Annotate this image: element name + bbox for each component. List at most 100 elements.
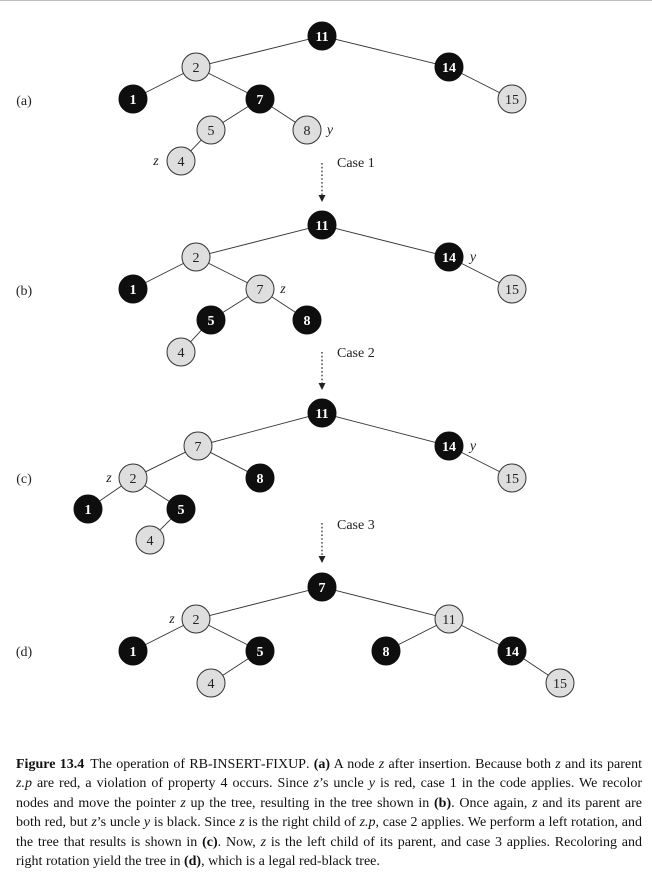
tree-node-2-red: 2	[181, 52, 211, 82]
node-key: 5	[257, 645, 264, 660]
tree-node-14-black: 14	[497, 636, 527, 666]
tree-edge	[209, 590, 309, 616]
figure-number: Figure 13.4	[16, 757, 85, 772]
tree-edge	[190, 329, 202, 343]
tree-edge	[335, 589, 436, 617]
node-key: 4	[208, 677, 215, 692]
node-key: 5	[178, 503, 185, 518]
tree-node-4-red: 4	[135, 525, 165, 555]
node-key: 15	[505, 283, 519, 298]
procedure-name: RB-INSERT-FIXUP	[189, 757, 306, 772]
tree-edge	[222, 296, 249, 313]
red-node-circle	[166, 337, 196, 367]
case-label: Case 2	[337, 346, 375, 361]
black-node-circle	[307, 398, 337, 428]
case-label: Case 3	[337, 518, 375, 533]
red-node-circle	[545, 668, 575, 698]
node-key: 2	[130, 472, 137, 487]
tree-node-4-red: 4	[166, 337, 196, 367]
tree-edge	[145, 451, 186, 473]
tree-node-4-red: 4	[196, 668, 226, 698]
tree-edge	[99, 485, 122, 502]
tree-node-2-red: 2z	[168, 604, 211, 634]
tree-node-8-black: 8	[245, 463, 275, 493]
tree-node-1-black: 1	[118, 84, 148, 114]
black-node-circle	[118, 636, 148, 666]
tree-node-14-black: 14	[434, 52, 464, 82]
black-node-circle	[118, 274, 148, 304]
red-node-circle	[196, 115, 226, 145]
node-key: 8	[304, 124, 311, 139]
black-node-circle	[245, 84, 275, 114]
node-key: 14	[442, 251, 456, 266]
tree-node-7-black: 7	[245, 84, 275, 114]
tree-node-1-black: 1	[73, 494, 103, 524]
node-key: 4	[147, 534, 154, 549]
black-node-circle	[307, 210, 337, 240]
tree-edge	[335, 416, 436, 443]
black-node-circle	[196, 305, 226, 335]
transition-arrow-1: Case 1	[318, 156, 375, 202]
tree-node-15-red: 15	[497, 463, 527, 493]
black-node-circle	[434, 52, 464, 82]
arrow-down-icon	[318, 383, 326, 390]
tree-node-8-black: 8	[292, 305, 322, 335]
node-key: 1	[130, 283, 137, 298]
red-node-circle	[245, 274, 275, 304]
tree-edge	[271, 296, 296, 313]
node-key: 7	[319, 581, 326, 596]
tree-edge	[209, 228, 309, 254]
black-node-circle	[371, 636, 401, 666]
node-key: 15	[553, 677, 567, 692]
node-key: 8	[383, 645, 390, 660]
tree-node-7-black: 7	[307, 572, 337, 602]
red-node-circle	[434, 604, 464, 634]
tree-edge	[461, 72, 500, 94]
tree-node-5-black: 5	[196, 305, 226, 335]
node-key: 5	[208, 314, 215, 329]
panel-label: (a)	[16, 94, 32, 109]
red-node-circle	[292, 115, 322, 145]
tree-node-11-black: 11	[307, 210, 337, 240]
black-node-circle	[245, 636, 275, 666]
tree-edge	[461, 262, 500, 284]
pointer-label-z: z	[152, 154, 159, 169]
tree-edge	[208, 624, 248, 646]
node-key: 7	[195, 440, 202, 455]
black-node-circle	[434, 431, 464, 461]
red-node-circle	[181, 604, 211, 634]
panel-label: (d)	[16, 645, 33, 660]
tree-edge	[209, 38, 309, 65]
tree-node-15-red: 15	[497, 274, 527, 304]
black-node-circle	[166, 494, 196, 524]
node-key: 2	[193, 251, 200, 266]
tree-node-8-black: 8	[371, 636, 401, 666]
tree-node-5-black: 5	[166, 494, 196, 524]
arrow-down-icon	[318, 556, 326, 563]
node-key: 15	[505, 93, 519, 108]
tree-node-1-black: 1	[118, 274, 148, 304]
case-label: Case 1	[337, 156, 375, 171]
node-key: 2	[193, 61, 200, 76]
tree-edge	[335, 38, 436, 65]
node-key: 8	[304, 314, 311, 329]
node-key: 11	[315, 219, 328, 234]
pointer-label-y: y	[325, 123, 334, 138]
tree-edge	[208, 262, 248, 284]
node-key: 2	[193, 613, 200, 628]
node-key: 8	[257, 472, 264, 487]
tree-edge	[190, 139, 202, 152]
top-rule	[0, 0, 652, 1]
tree-edge	[523, 658, 549, 676]
node-key: 4	[178, 346, 185, 361]
black-node-circle	[292, 305, 322, 335]
tree-edge	[222, 106, 249, 123]
node-key: 11	[442, 613, 455, 628]
